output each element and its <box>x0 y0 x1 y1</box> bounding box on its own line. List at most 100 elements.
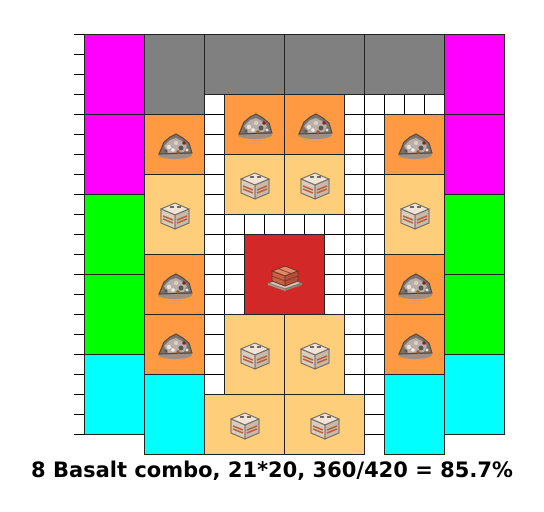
empty-cell[interactable] <box>204 334 225 355</box>
empty-cell[interactable] <box>344 334 365 355</box>
tile-green[interactable] <box>444 274 505 355</box>
empty-cell[interactable] <box>364 154 385 175</box>
empty-cell[interactable] <box>204 214 225 235</box>
tile-cyan[interactable] <box>384 374 445 455</box>
empty-cell[interactable] <box>204 234 225 255</box>
tile-gray[interactable] <box>364 34 445 95</box>
empty-cell[interactable] <box>364 314 385 335</box>
empty-cell[interactable] <box>244 214 265 235</box>
empty-cell[interactable] <box>364 294 385 315</box>
empty-cell[interactable] <box>204 94 225 115</box>
empty-cell[interactable] <box>344 154 365 175</box>
empty-cell[interactable] <box>304 214 325 235</box>
tile-orange[interactable] <box>224 94 285 155</box>
ruler-tick <box>74 174 84 175</box>
tile-cyan[interactable] <box>84 354 145 435</box>
stone-block-icon <box>397 199 433 235</box>
ruler-tick <box>74 234 84 235</box>
brick-pallet-icon <box>265 257 305 297</box>
empty-cell[interactable] <box>224 214 245 235</box>
tile-magenta[interactable] <box>444 114 505 195</box>
empty-cell[interactable] <box>204 314 225 335</box>
empty-cell[interactable] <box>364 194 385 215</box>
empty-cell[interactable] <box>204 374 225 395</box>
empty-cell[interactable] <box>204 114 225 135</box>
empty-cell[interactable] <box>364 374 385 395</box>
empty-cell[interactable] <box>204 194 225 215</box>
empty-cell[interactable] <box>344 274 365 295</box>
empty-cell[interactable] <box>364 354 385 375</box>
stone-block-icon <box>297 169 333 205</box>
tile-cyan[interactable] <box>144 374 205 455</box>
ruler-tick <box>74 54 84 55</box>
empty-cell[interactable] <box>204 294 225 315</box>
empty-cell[interactable] <box>204 174 225 195</box>
empty-cell[interactable] <box>324 214 345 235</box>
ruler-tick <box>74 114 84 115</box>
empty-cell[interactable] <box>364 334 385 355</box>
empty-cell[interactable] <box>424 94 445 115</box>
empty-cell[interactable] <box>324 234 345 255</box>
empty-cell[interactable] <box>344 254 365 275</box>
basalt-icon <box>396 270 434 304</box>
stone-block-icon <box>237 169 273 205</box>
empty-cell[interactable] <box>344 294 365 315</box>
empty-cell[interactable] <box>344 234 365 255</box>
empty-cell[interactable] <box>364 414 385 435</box>
empty-cell[interactable] <box>204 254 225 275</box>
tile-magenta[interactable] <box>84 114 145 195</box>
empty-cell[interactable] <box>344 134 365 155</box>
empty-cell[interactable] <box>364 274 385 295</box>
empty-cell[interactable] <box>204 274 225 295</box>
empty-cell[interactable] <box>364 134 385 155</box>
tile-green[interactable] <box>84 274 145 355</box>
caption-text: 8 Basalt combo, 21*20, 360/420 = 85.7% <box>31 458 513 482</box>
empty-cell[interactable] <box>364 214 385 235</box>
tile-gray[interactable] <box>204 34 285 95</box>
tile-magenta[interactable] <box>444 34 505 115</box>
game-board[interactable] <box>0 0 544 460</box>
empty-cell[interactable] <box>224 274 245 295</box>
tile-cyan[interactable] <box>444 354 505 435</box>
empty-cell[interactable] <box>344 314 365 335</box>
empty-cell[interactable] <box>344 194 365 215</box>
ruler-tick <box>74 254 84 255</box>
empty-cell[interactable] <box>284 214 305 235</box>
empty-cell[interactable] <box>204 134 225 155</box>
empty-cell[interactable] <box>364 234 385 255</box>
empty-cell[interactable] <box>364 94 385 115</box>
tile-gray[interactable] <box>144 34 205 115</box>
basalt-icon <box>396 130 434 164</box>
ruler-tick <box>74 134 84 135</box>
ruler-tick <box>74 274 84 275</box>
empty-cell[interactable] <box>204 154 225 175</box>
empty-cell[interactable] <box>224 294 245 315</box>
empty-cell[interactable] <box>364 114 385 135</box>
ruler-tick <box>74 214 84 215</box>
empty-cell[interactable] <box>264 214 285 235</box>
empty-cell[interactable] <box>344 354 365 375</box>
empty-cell[interactable] <box>324 254 345 275</box>
tile-green[interactable] <box>444 194 505 275</box>
empty-cell[interactable] <box>344 94 365 115</box>
empty-cell[interactable] <box>224 234 245 255</box>
empty-cell[interactable] <box>344 114 365 135</box>
empty-cell[interactable] <box>344 374 365 395</box>
empty-cell[interactable] <box>364 174 385 195</box>
empty-cell[interactable] <box>324 294 345 315</box>
tile-magenta[interactable] <box>84 34 145 115</box>
ruler-tick <box>74 294 84 295</box>
tile-green[interactable] <box>84 194 145 275</box>
empty-cell[interactable] <box>344 174 365 195</box>
empty-cell[interactable] <box>384 94 405 115</box>
empty-cell[interactable] <box>204 354 225 375</box>
tile-gray[interactable] <box>284 34 365 95</box>
basalt-icon <box>296 110 334 144</box>
empty-cell[interactable] <box>404 94 425 115</box>
empty-cell[interactable] <box>364 254 385 275</box>
empty-cell[interactable] <box>324 274 345 295</box>
empty-cell[interactable] <box>224 254 245 275</box>
ruler-tick <box>74 154 84 155</box>
empty-cell[interactable] <box>344 214 365 235</box>
empty-cell[interactable] <box>364 394 385 415</box>
